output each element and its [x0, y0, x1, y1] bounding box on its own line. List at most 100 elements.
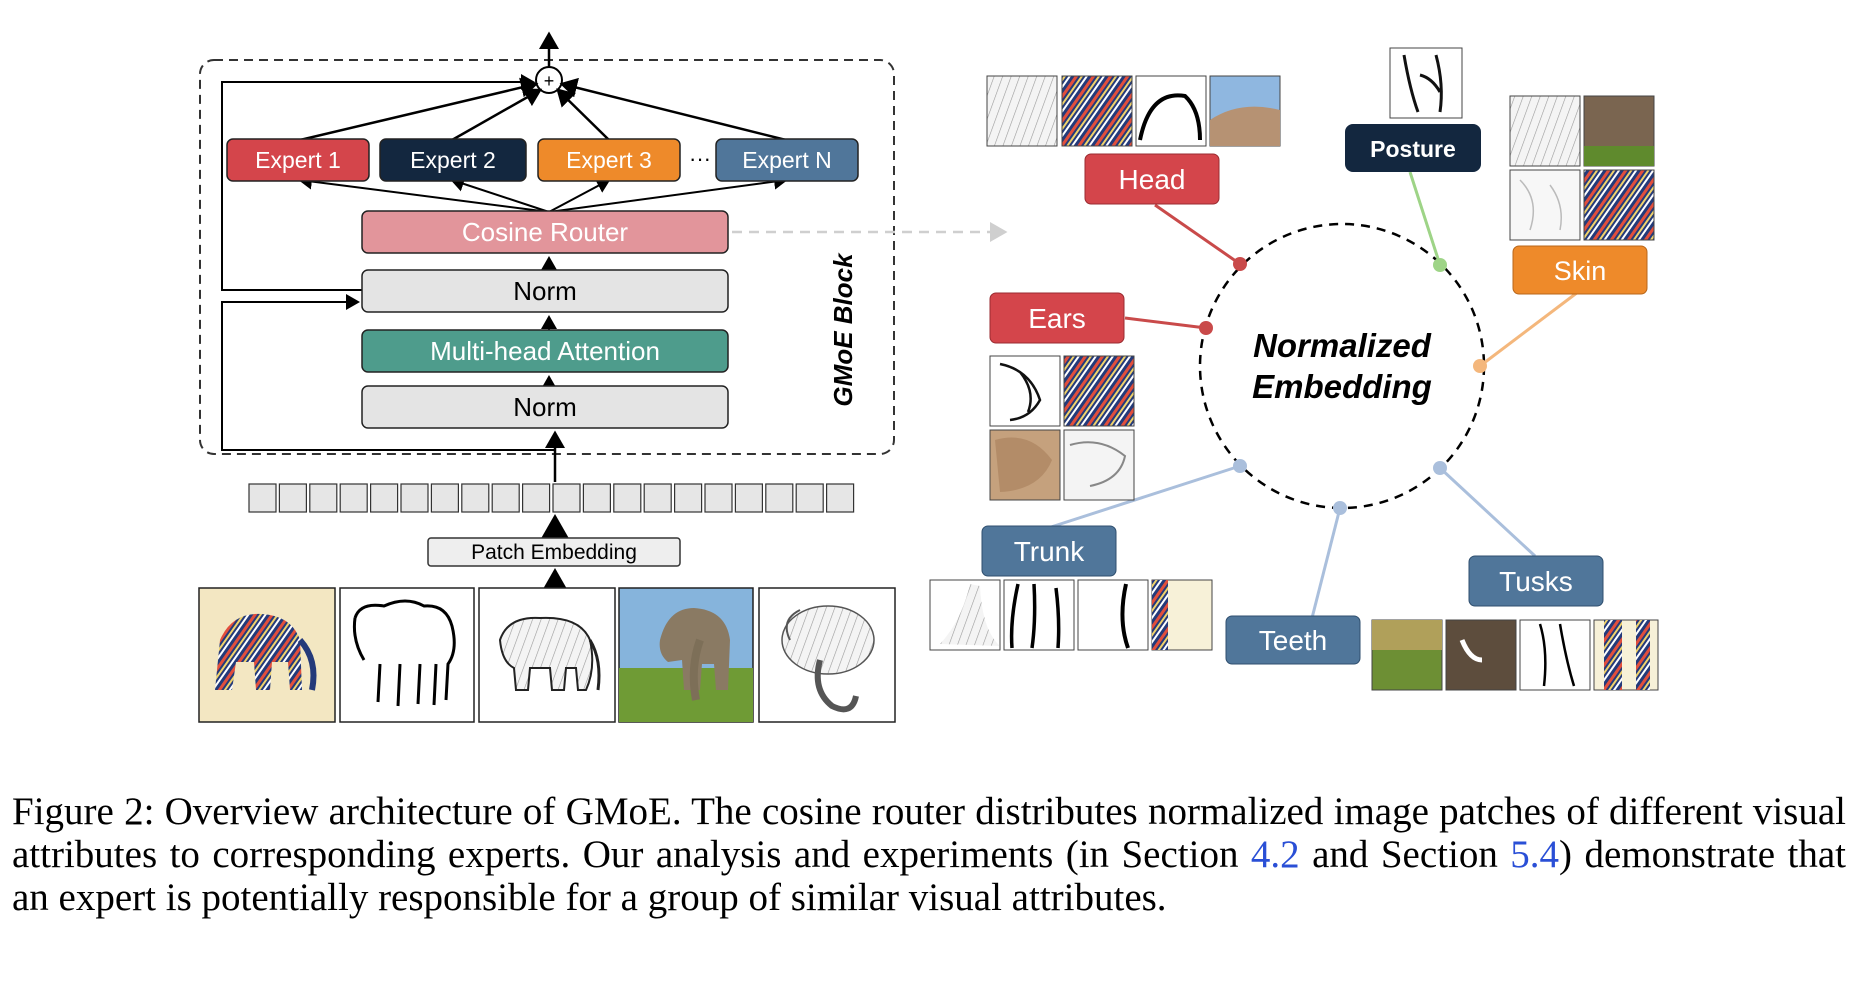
input-images	[198, 587, 896, 723]
patch-token	[825, 483, 855, 513]
patch-token	[461, 483, 490, 513]
router-to-expertN-arrow	[548, 173, 788, 213]
posture-label: Posture	[1370, 136, 1456, 162]
patch-token	[400, 483, 429, 513]
embedding-label-line1: Normalized	[1253, 327, 1432, 364]
caption-text-3: ) demonstrate that an expert is potentia…	[12, 833, 1847, 919]
patch-token	[643, 483, 672, 513]
posture-point	[1433, 258, 1447, 272]
skin-connector	[1479, 290, 1579, 368]
skin-label: Skin	[1554, 256, 1607, 286]
teeth-tag: Teeth	[1225, 615, 1361, 665]
posture-tag: Posture	[1345, 124, 1481, 172]
input-image-line-sketch	[339, 587, 475, 723]
patch-token	[278, 483, 307, 513]
sum-plus: +	[544, 71, 555, 91]
router-to-expert1-arrow	[298, 173, 550, 213]
patch-token	[673, 483, 703, 513]
expert-1: Expert 1	[226, 138, 370, 182]
patch-token	[309, 483, 338, 513]
skin-tag: Skin	[1512, 245, 1648, 295]
residual-connection-upper	[221, 74, 535, 291]
head-label: Head	[1119, 164, 1186, 195]
ears-tag: Ears	[989, 292, 1125, 344]
multi-head-attention-label: Multi-head Attention	[430, 336, 660, 366]
patch-embedding: Patch Embedding	[427, 537, 681, 567]
teeth-label: Teeth	[1259, 625, 1328, 656]
embedding-label-line2: Embedding	[1252, 368, 1432, 405]
head-tag: Head	[1084, 153, 1220, 205]
patch-token	[370, 483, 399, 513]
patch-token	[552, 483, 581, 513]
trunk-thumbnails	[929, 579, 1213, 651]
patch-token-sequence	[248, 483, 855, 513]
expertN-to-sum-arrow	[559, 77, 787, 142]
tusks-thumbnails	[1371, 619, 1659, 691]
expert-n: Expert N	[715, 138, 859, 182]
expert-3-label: Expert 3	[566, 147, 652, 173]
tusks-tag: Tusks	[1468, 555, 1604, 607]
expert2-to-sum-arrow	[451, 88, 543, 142]
norm-bottom: Norm	[361, 385, 729, 429]
norm-top: Norm	[361, 269, 729, 313]
expert1-to-sum-arrow	[299, 77, 539, 142]
head-thumbnails	[986, 75, 1281, 147]
tusks-connector	[1438, 466, 1537, 558]
expert3-to-sum-arrow	[556, 88, 610, 141]
trunk-tag: Trunk	[981, 525, 1117, 577]
patch-token	[734, 483, 764, 513]
norm-top-label: Norm	[513, 276, 577, 306]
patch-token	[430, 483, 459, 513]
expert-2-label: Expert 2	[410, 147, 496, 173]
expert-2: Expert 2	[379, 138, 527, 182]
router-to-expert3-arrow	[548, 178, 611, 213]
posture-thumbnail	[1389, 47, 1463, 119]
caption-text-2: and Section	[1299, 833, 1511, 876]
patch-token	[491, 483, 520, 513]
gmoe-block: GMoE Block + Expert 1 Expert 2 E	[199, 31, 1008, 482]
normalized-embedding-diagram: Normalized Embedding Head Ears Posture	[929, 47, 1659, 691]
trunk-label: Trunk	[1014, 536, 1086, 567]
ears-connector	[1124, 316, 1207, 330]
gmoe-block-title: GMoE Block	[828, 252, 858, 407]
skin-thumbnails	[1509, 95, 1655, 241]
patch-token	[704, 483, 733, 513]
patch-token	[521, 483, 551, 513]
caption-section-link-1[interactable]: 4.2	[1250, 833, 1300, 876]
ears-label: Ears	[1028, 303, 1086, 334]
tusks-label: Tusks	[1499, 566, 1573, 597]
multi-head-attention: Multi-head Attention	[361, 329, 729, 373]
ears-point	[1199, 321, 1213, 335]
norm-bottom-label: Norm	[513, 392, 577, 422]
caption-text-1: Figure 2: Overview architecture of GMoE.…	[12, 790, 1846, 876]
gmoe-block-border	[199, 59, 895, 455]
caption-section-link-2[interactable]: 5.4	[1510, 833, 1560, 876]
teeth-point	[1333, 501, 1347, 515]
gmoe-architecture-figure: GMoE Block + Expert 1 Expert 2 E	[198, 31, 1659, 723]
patch-token	[582, 483, 612, 513]
expert-n-label: Expert N	[742, 147, 831, 173]
patch-embedding-label: Patch Embedding	[471, 541, 637, 564]
patch-token	[339, 483, 368, 513]
head-point	[1233, 257, 1247, 271]
expert-ellipsis: ···	[689, 146, 711, 171]
ears-thumbnails	[989, 355, 1135, 501]
expert-3: Expert 3	[537, 138, 681, 182]
tusks-point	[1433, 461, 1447, 475]
patch-token	[765, 483, 794, 513]
input-image-savanna-photo	[618, 587, 754, 723]
residual-connection-lower	[221, 294, 555, 451]
patch-token	[795, 483, 824, 513]
patch-token	[248, 483, 277, 513]
cosine-router-label: Cosine Router	[462, 217, 629, 247]
cosine-router: Cosine Router	[361, 210, 729, 254]
patch-token	[613, 483, 642, 513]
router-to-expert2-arrow	[450, 176, 550, 213]
skin-point	[1473, 359, 1487, 373]
input-image-pencil-drawing	[478, 587, 616, 723]
trunk-point	[1233, 459, 1247, 473]
trunk-connector	[1047, 464, 1241, 530]
expert-1-label: Expert 1	[255, 147, 341, 173]
input-image-charcoal-sketch	[758, 587, 896, 723]
figure-caption: Figure 2: Overview architecture of GMoE.…	[12, 790, 1846, 919]
